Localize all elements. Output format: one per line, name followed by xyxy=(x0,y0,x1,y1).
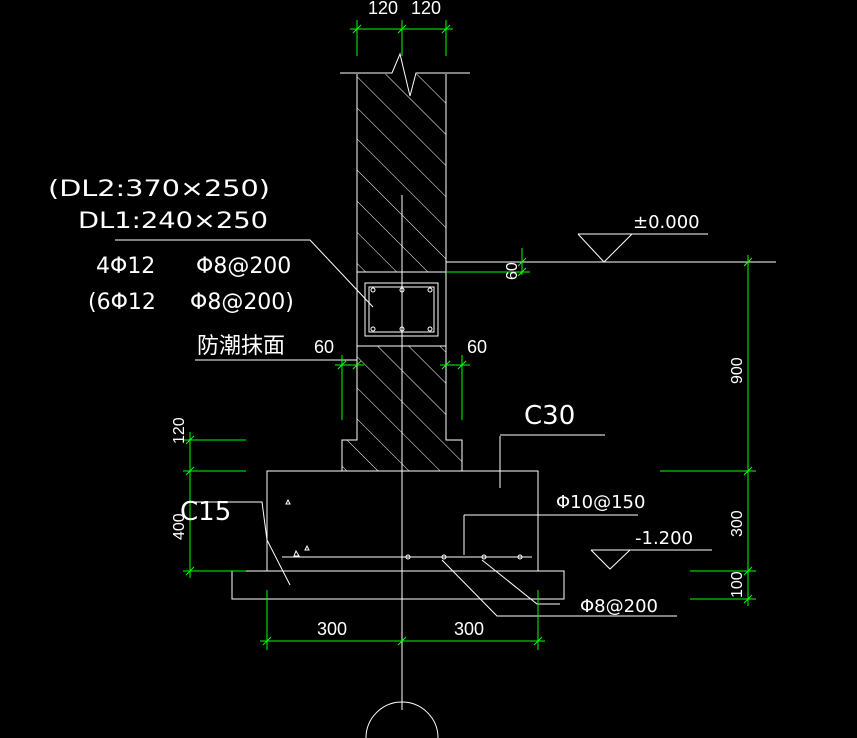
rebar-dl1-label: 4Φ12 xyxy=(96,254,155,279)
cushion-grade-label: C15 xyxy=(180,497,231,527)
concrete-grade-label: C30 xyxy=(524,401,575,431)
dim-base-height: 400 xyxy=(171,513,188,540)
brick-wall xyxy=(340,52,470,471)
dim-offset-right: 60 xyxy=(467,337,487,357)
leader-lines xyxy=(115,233,776,617)
dim-footing-height: 300 xyxy=(729,510,746,537)
beam-dl1-label: DL1:240×250 xyxy=(78,209,268,234)
dim-top-left: 120 xyxy=(368,0,398,18)
dim-step-height: 120 xyxy=(171,417,188,444)
dim-offset-left: 60 xyxy=(314,337,334,357)
dim-wall-height: 900 xyxy=(729,357,746,384)
dim-top-right: 120 xyxy=(411,0,441,18)
stirrup-dl1-label: Φ8@200 xyxy=(196,254,291,279)
stirrup-dl2-label: Φ8@200) xyxy=(190,290,294,315)
elevation-floor-label: ±0.000 xyxy=(633,212,700,233)
dimension-lines xyxy=(183,20,756,650)
dpc-note: 防潮抹面 xyxy=(197,334,285,359)
dim-cushion-height: 100 xyxy=(729,571,746,598)
dim-width-right: 300 xyxy=(454,619,484,639)
dim-width-left: 300 xyxy=(317,619,347,639)
beam-dl2-label: (DL2:370×250) xyxy=(48,177,270,202)
elevation-bottom-label: -1.200 xyxy=(635,528,693,549)
bottom-rebar-label: Φ8@200 xyxy=(580,596,658,617)
axis-bubble xyxy=(365,701,439,738)
rebar-dl2-label: (6Φ12 xyxy=(88,290,156,315)
cushion-layer xyxy=(231,570,565,600)
dim-dpc-depth: 60 xyxy=(504,262,521,280)
top-rebar-label: Φ10@150 xyxy=(556,492,645,513)
